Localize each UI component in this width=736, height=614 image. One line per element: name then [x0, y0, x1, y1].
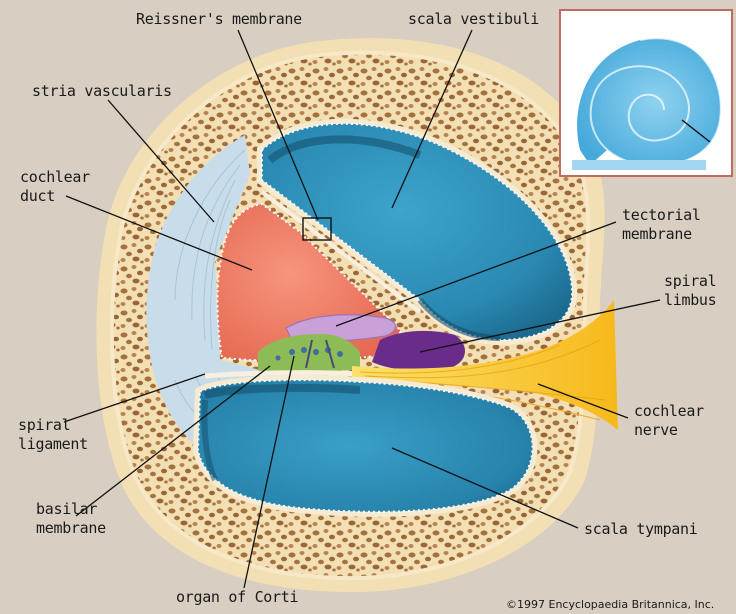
scala-tympani-chamber	[198, 380, 533, 512]
label-stria-vascularis: stria vascularis	[32, 82, 172, 101]
label-organ-of-corti: organ of Corti	[176, 588, 298, 607]
label-reissners-membrane: Reissner's membrane	[136, 10, 302, 29]
copyright-notice: ©1997 Encyclopaedia Britannica, Inc.	[506, 598, 714, 611]
label-basilar-membrane: basilar membrane	[36, 500, 106, 538]
inset-cochlea-spiral	[560, 10, 732, 176]
label-cochlear-duct: cochlear duct	[20, 168, 90, 206]
label-scala-tympani: scala tympani	[584, 520, 698, 539]
label-cochlear-nerve: cochlear nerve	[634, 402, 704, 440]
label-spiral-ligament: spiral ligament	[18, 416, 88, 454]
label-scala-vestibuli: scala vestibuli	[408, 10, 539, 29]
label-spiral-limbus: spiral limbus	[664, 272, 716, 310]
label-tectorial-membrane: tectorial membrane	[622, 206, 701, 244]
